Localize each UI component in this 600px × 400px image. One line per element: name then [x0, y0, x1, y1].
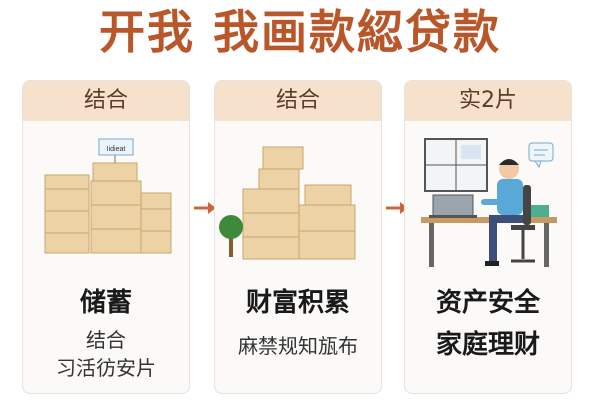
- arrow-right-icon: [194, 202, 216, 214]
- card-header: 结合: [23, 81, 189, 121]
- sign-label: Iidieat: [107, 146, 126, 153]
- card-sub-line: 家庭理财: [435, 330, 540, 360]
- page-title: 开我 我画款綛贷款: [98, 5, 501, 59]
- card-sub-line: 结合: [86, 328, 126, 352]
- card-title: 储蓄: [79, 288, 132, 318]
- tree-icon: [219, 215, 243, 257]
- whiteboard-icon: [424, 138, 488, 192]
- card-header: 结合: [215, 81, 381, 121]
- card-assets: 实2片: [404, 80, 572, 394]
- boxes-icon: Iidieat: [44, 138, 172, 254]
- card-header: 实2片: [405, 81, 571, 121]
- chat-bubble-icon: [528, 142, 554, 169]
- person-desk-icon: [421, 138, 557, 267]
- laptop-icon: [429, 194, 477, 218]
- card-title: 财富积累: [245, 288, 350, 318]
- boxes-icon: [219, 146, 356, 260]
- card-sub-line: 麻禁规知瓬布: [238, 334, 358, 358]
- card-wealth: 结合 财富积累 麻禁规知瓬布: [214, 80, 382, 394]
- card-savings: 结合 Iidieat 储蓄 结合 习活彷安片: [22, 80, 190, 394]
- card-title: 资产安全: [435, 288, 540, 318]
- sign-icon: [98, 138, 134, 163]
- card-sub-line: 习活彷安片: [56, 356, 156, 380]
